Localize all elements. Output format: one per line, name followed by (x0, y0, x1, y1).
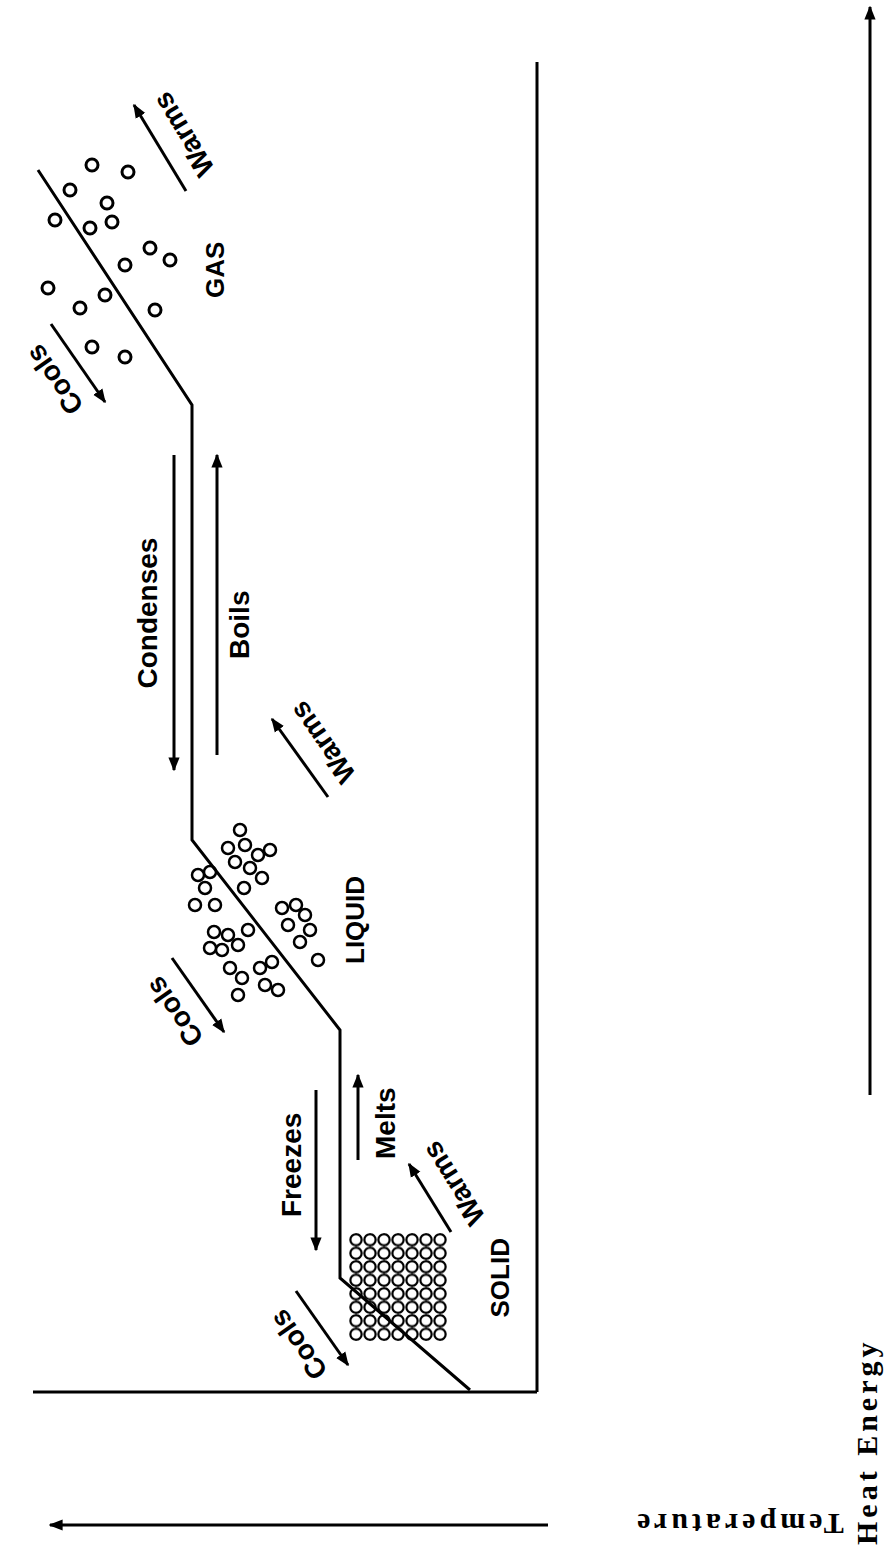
process-label: Cools (20, 338, 90, 419)
process-label: Boils (225, 591, 256, 659)
energy-arrow (869, 7, 872, 1095)
phase-label: SOLID (486, 1238, 515, 1317)
solid-particles (349, 1233, 447, 1341)
temperature-axis (33, 1391, 537, 1394)
axis-label: Temperature (633, 1509, 844, 1542)
axis-label: Heat Energy (850, 1339, 883, 1545)
phase-label: GAS (201, 242, 230, 298)
temperature-arrow (50, 1524, 548, 1527)
process-label: Warms (284, 695, 362, 788)
process-arrows (51, 105, 451, 1365)
process-label: Freezes (277, 1113, 308, 1217)
process-label: Condenses (133, 538, 164, 689)
process-label: Warms (147, 86, 221, 181)
phase-label: LIQUID (341, 876, 370, 964)
process-label: Cools (140, 970, 210, 1051)
energy-axis (536, 62, 539, 1392)
process-label: Melts (371, 1087, 402, 1159)
heating-curve (38, 170, 470, 1390)
liquid-particles (189, 824, 324, 1001)
process-label: Warms (416, 1136, 491, 1231)
gas-particles (42, 159, 176, 363)
process-label: Cools (264, 1303, 334, 1384)
